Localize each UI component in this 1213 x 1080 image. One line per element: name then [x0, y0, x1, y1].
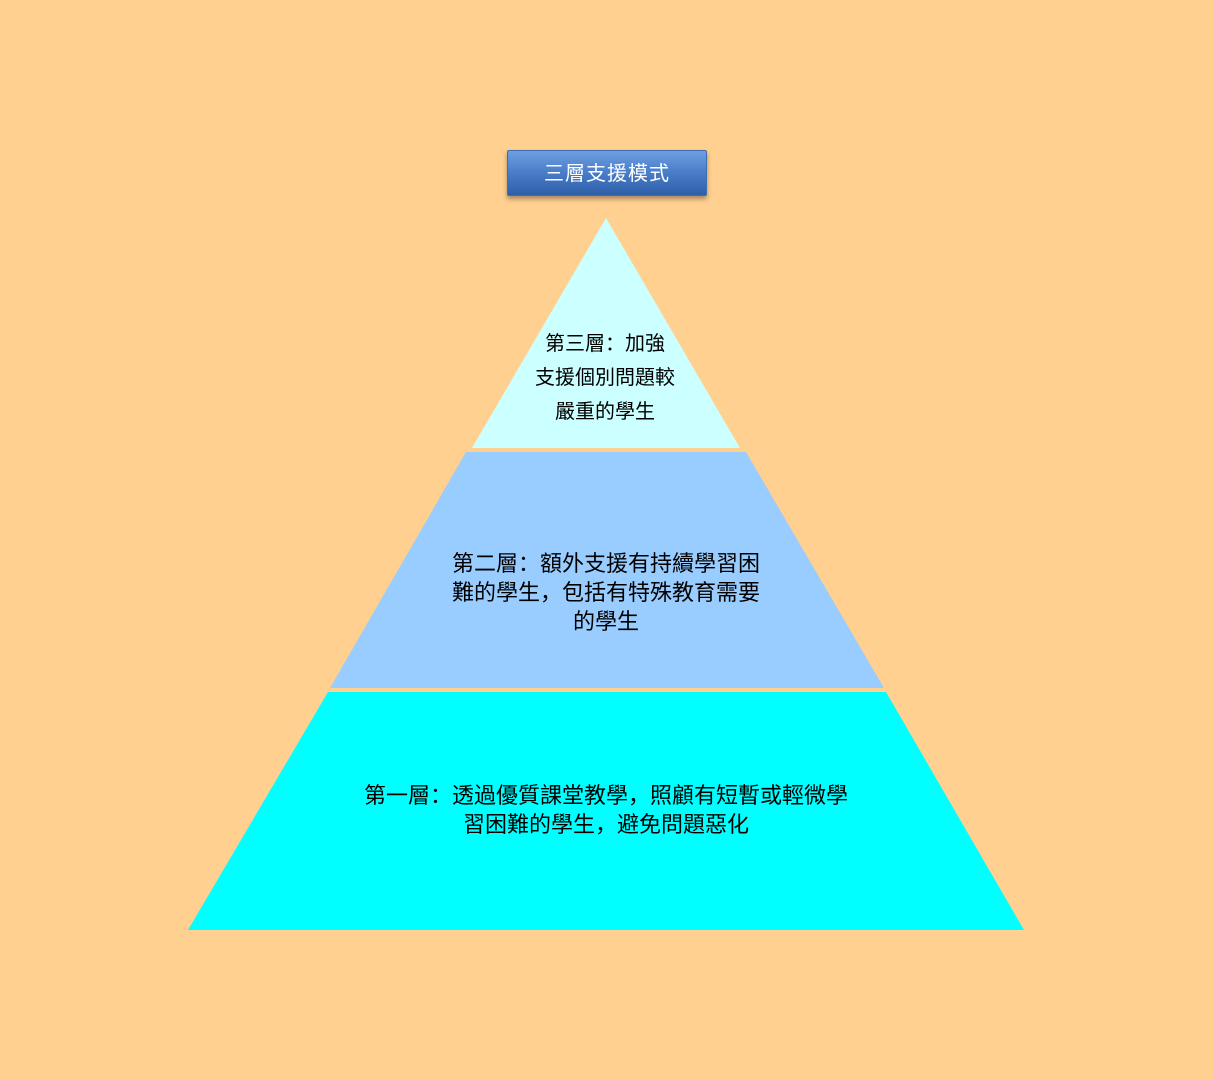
- tier-1-label: 第一層：透過優質課堂教學，照顧有短暫或輕微學 習困難的學生，避免問題惡化: [306, 782, 906, 840]
- tier-1-segment: [188, 692, 1024, 930]
- tier-3-line: 第三層：加強: [545, 331, 665, 355]
- tier-2-line: 的學生: [572, 610, 639, 635]
- tier-2-segment: [330, 452, 884, 688]
- tier-2-label: 第二層：額外支援有持續學習困 難的學生，包括有特殊教育需要 的學生: [406, 550, 806, 637]
- diagram-title: 三層支援模式: [507, 150, 707, 196]
- tier-2-line: 第二層：額外支援有持續學習困: [451, 552, 760, 577]
- tier-3-line: 嚴重的學生: [555, 399, 655, 423]
- tier-1-line: 第一層：透過優質課堂教學，照顧有短暫或輕微學: [363, 784, 848, 809]
- tier-1-line: 習困難的學生，避免問題惡化: [462, 813, 749, 838]
- tier-3-segment: [472, 218, 740, 448]
- tier-3-line: 支援個別問題較: [535, 365, 675, 389]
- tier-2-line: 難的學生，包括有特殊教育需要: [451, 581, 760, 606]
- tier-3-label: 第三層：加強 支援個別問題較 嚴重的學生: [505, 326, 705, 428]
